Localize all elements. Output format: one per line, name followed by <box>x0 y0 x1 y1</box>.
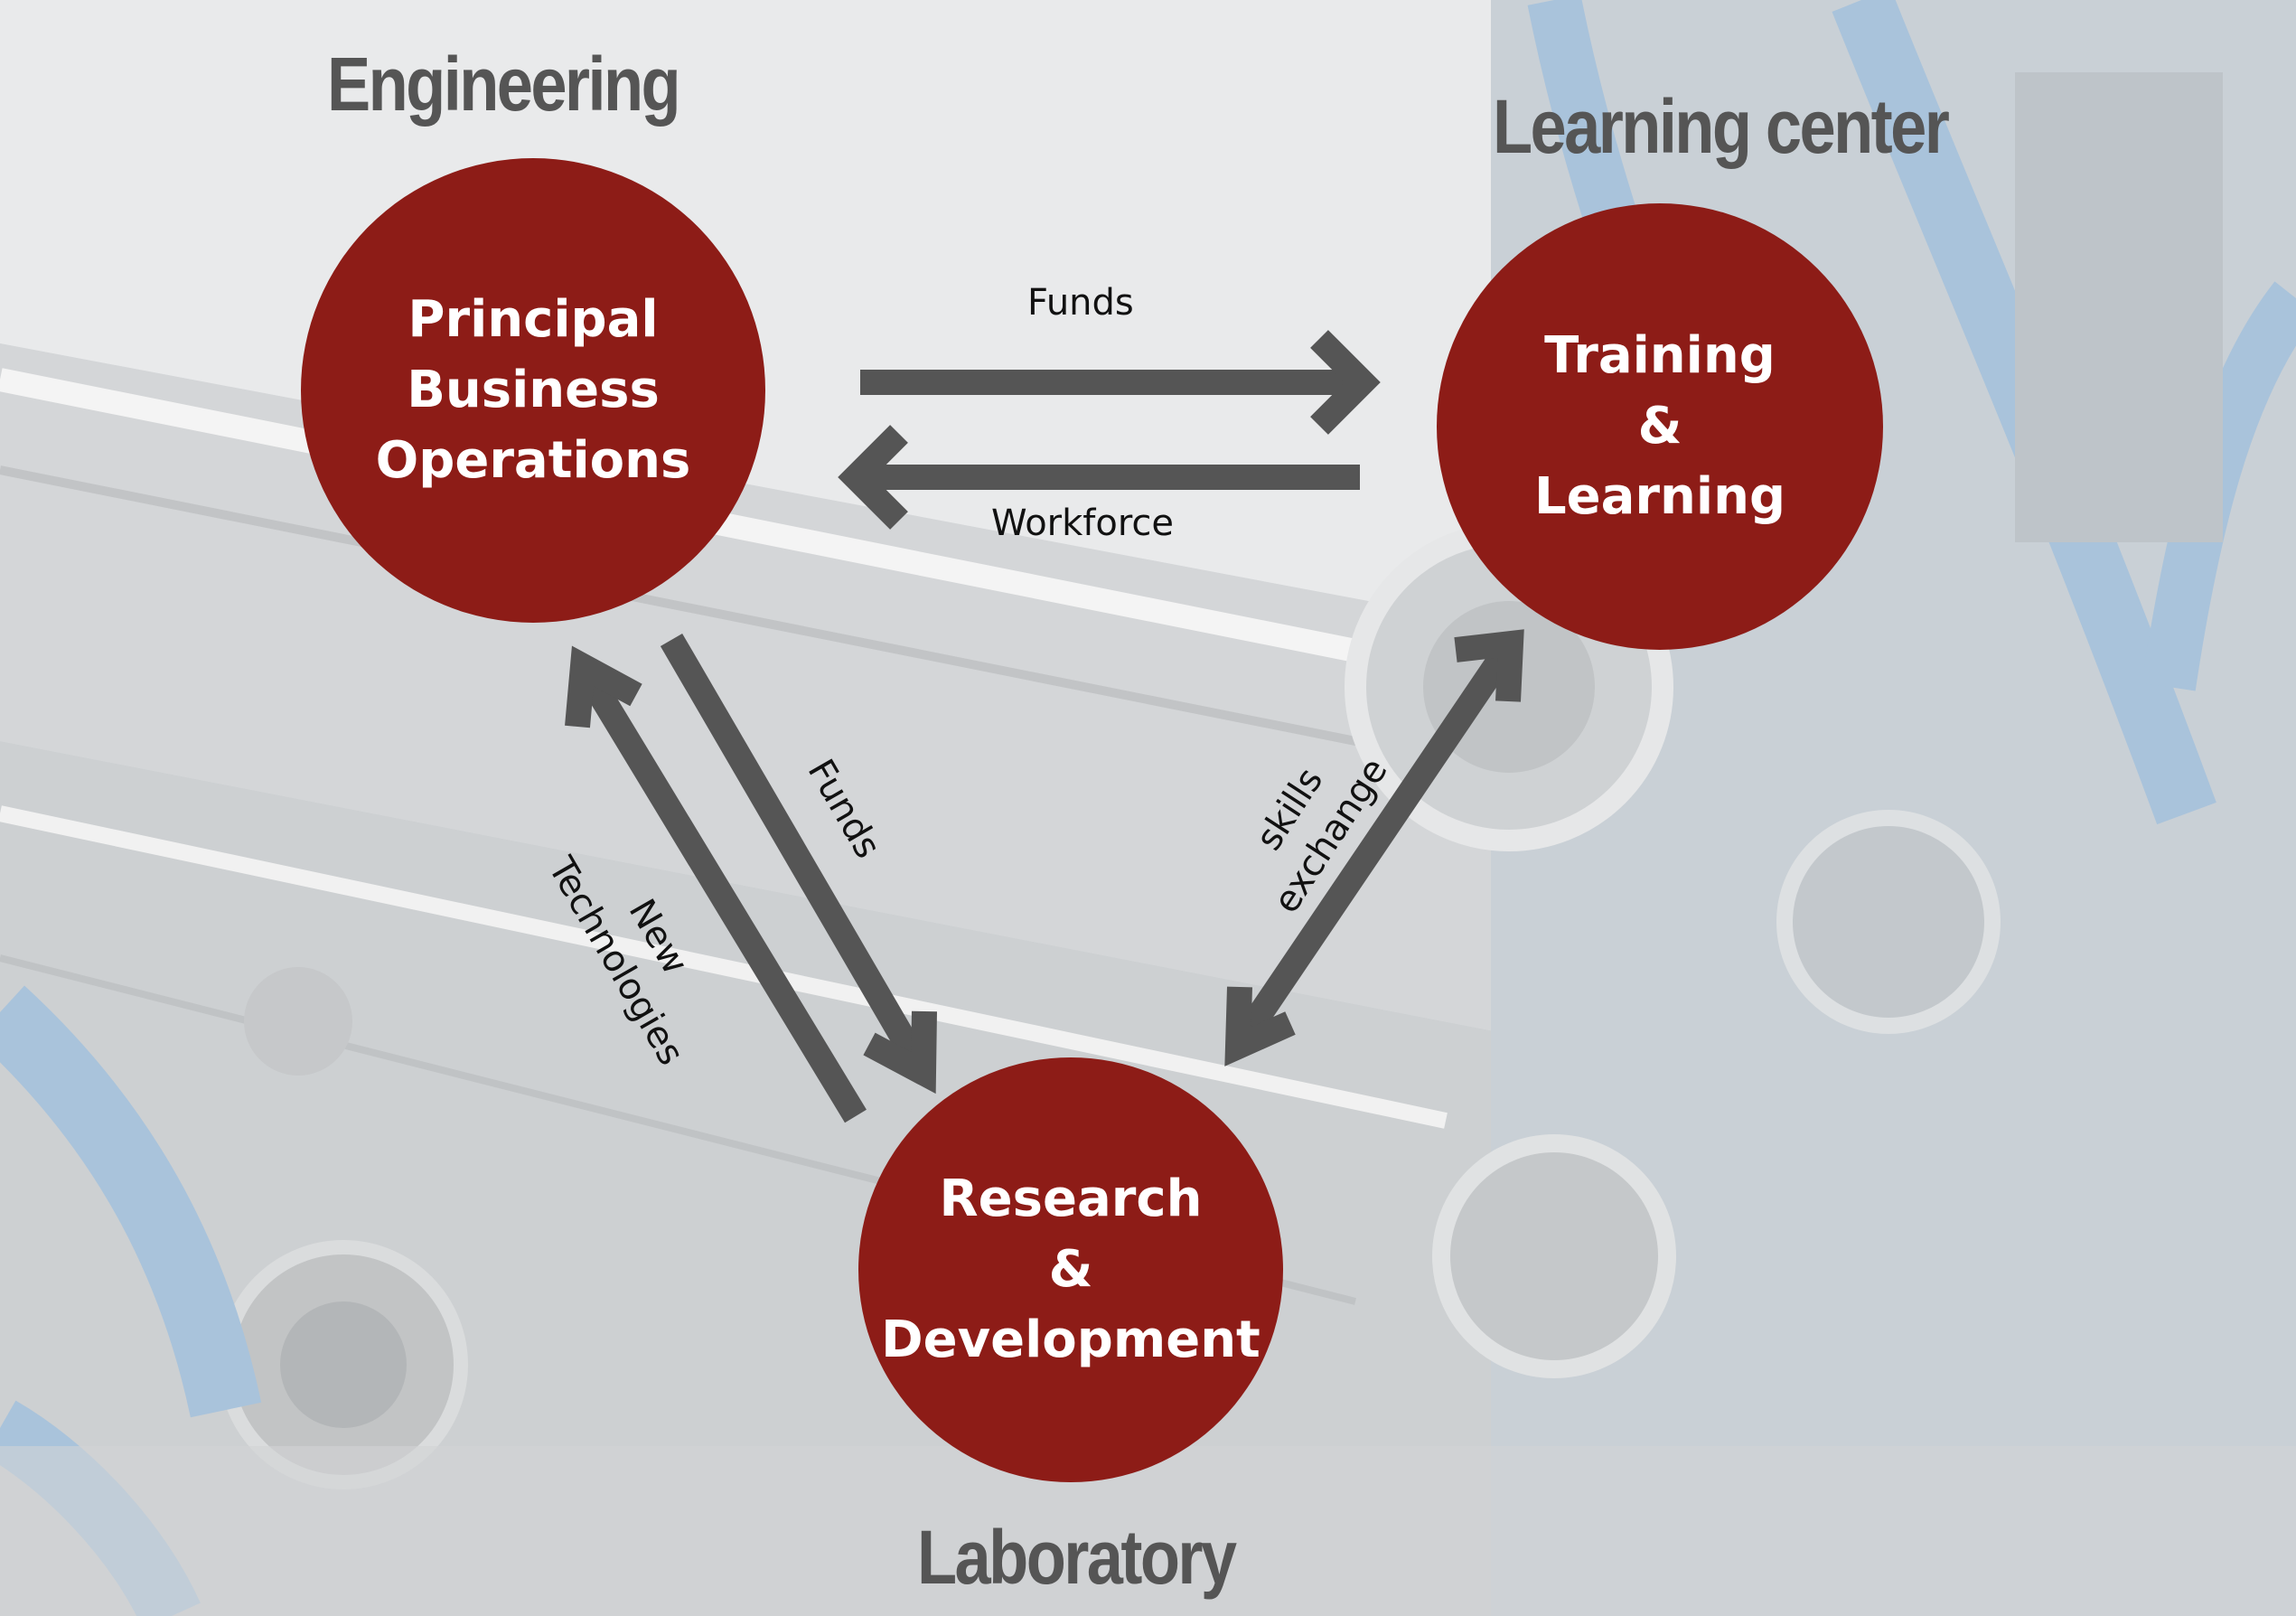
node-label: Principal Business Operations <box>375 290 691 490</box>
arrow-business-to-training <box>860 330 1381 435</box>
section-title-engineering: Engineering <box>327 42 681 127</box>
arrow-research-to-business <box>565 645 867 1123</box>
node-label: Training & Learning <box>1533 326 1786 526</box>
section-title-laboratory: Laboratory <box>917 1515 1237 1600</box>
edge-label-funds-to-training: Funds <box>1027 282 1134 324</box>
node-research-development: Research & Development <box>858 1057 1283 1482</box>
node-training-learning: Training & Learning <box>1437 203 1883 650</box>
edge-label-workforce: Workforce <box>991 503 1175 544</box>
arrow-training-research-bidirectional <box>1224 629 1524 1066</box>
arrow-business-to-research <box>660 633 937 1095</box>
node-label: Research & Development <box>881 1170 1260 1369</box>
section-title-learning-center: Learning center <box>1493 84 1950 169</box>
arrow-training-to-business <box>838 425 1360 530</box>
node-principal-business-operations: Principal Business Operations <box>301 158 765 623</box>
